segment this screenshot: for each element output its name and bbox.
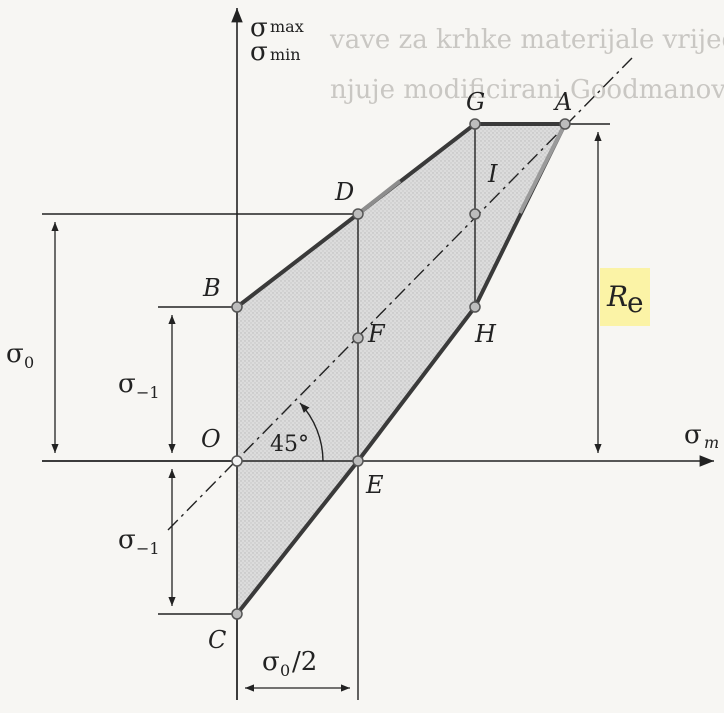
sigma-1-lower-label: σ −1 — [118, 525, 160, 558]
diagonal-45-line — [167, 57, 633, 531]
sigma-1-lower-sub: −1 — [136, 539, 160, 558]
y-axis-symbol-min: σ — [250, 37, 268, 67]
point-f-marker — [352, 332, 364, 344]
half-sigma0-suffix: /2 — [292, 647, 317, 677]
label-b: B — [202, 274, 221, 302]
point-e-marker — [352, 455, 364, 467]
sigma0-sub: 0 — [24, 353, 34, 372]
label-i: I — [487, 160, 498, 188]
point-b-marker — [231, 301, 243, 313]
label-o: O — [201, 425, 221, 453]
angle-label: 45° — [270, 432, 309, 457]
point-markers — [231, 118, 571, 620]
sigma0-symbol: σ — [6, 339, 24, 369]
half-sigma0-sub: 0 — [280, 661, 290, 680]
point-c-marker — [231, 608, 243, 620]
label-h: H — [474, 320, 497, 348]
re-highlight-box — [600, 268, 650, 326]
re-sub: e — [627, 286, 644, 319]
y-axis-label: σ max σ min — [250, 13, 304, 67]
point-i-marker — [469, 208, 481, 220]
upper-boundary — [235, 212, 360, 309]
y-axis-symbol-max: σ — [250, 13, 268, 43]
point-o-marker — [231, 455, 243, 467]
background-text-line1: vave za krhke materijale vrijedi, tadi v… — [329, 25, 724, 55]
label-d: D — [334, 178, 354, 206]
half-sigma0-label: σ 0 /2 — [262, 647, 317, 680]
label-e: E — [365, 471, 384, 499]
point-d-marker — [352, 208, 364, 220]
lower-boundary — [235, 123, 567, 616]
sigma0-label: σ 0 — [6, 339, 34, 372]
re-symbol: R — [606, 280, 628, 313]
sigma-1-upper-label: σ −1 — [118, 369, 160, 402]
y-axis-sub-min: min — [270, 45, 301, 64]
angle-arc — [299, 402, 324, 462]
label-c: C — [208, 626, 226, 654]
label-a: A — [553, 88, 572, 116]
point-h-marker — [469, 301, 481, 313]
x-axis-symbol: σ — [684, 420, 702, 450]
shaded-region — [237, 124, 565, 614]
point-a-marker — [559, 118, 571, 130]
x-axis-label: σ m — [684, 420, 719, 452]
x-axis-sub: m — [704, 433, 719, 452]
background-text-line2: njuje modificirani Goodmanov pravac za o… — [330, 75, 724, 105]
label-f: F — [367, 320, 386, 348]
gray-line-i-a — [518, 123, 567, 214]
y-axis-sub-max: max — [270, 17, 304, 36]
sigma-1-upper-sub: −1 — [136, 383, 160, 402]
re-label: R e — [600, 268, 650, 326]
sigma-1-upper-symbol: σ — [118, 369, 136, 399]
point-g-marker — [469, 118, 481, 130]
label-g: G — [466, 88, 485, 116]
half-sigma0-symbol: σ — [262, 647, 280, 677]
gray-line-d-g — [356, 179, 402, 216]
sigma-1-lower-symbol: σ — [118, 525, 136, 555]
